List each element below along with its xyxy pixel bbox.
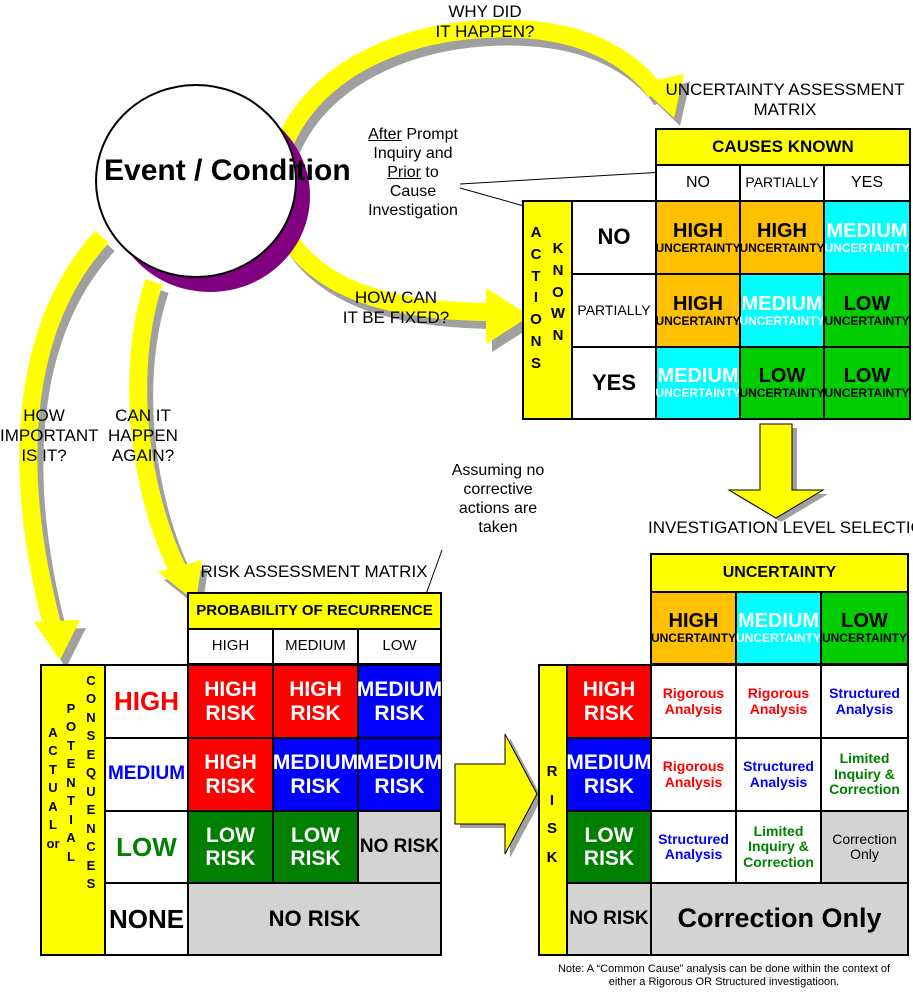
down-arrow (727, 423, 825, 519)
event-condition-label: Event / Condition (104, 154, 351, 187)
fix-arrow (276, 227, 495, 321)
risk-col-high: HIGH (187, 628, 274, 665)
uncertainty-row-partially: PARTIALLY (571, 273, 657, 348)
risk-row-medium: MEDIUM (104, 737, 189, 812)
prompt-inquiry-note: After Prompt Inquiry and Prior to Cause … (368, 126, 458, 219)
footer-note: Note: A “Common Cause” analysis can be d… (557, 963, 890, 988)
right-arrow (454, 733, 538, 855)
uncertainty-col-yes: YES (823, 164, 911, 202)
probability-header: PROBABILITY OF RECURRENCE (187, 592, 442, 630)
risk-row-none: NONE (104, 882, 189, 956)
why-arrowhead (638, 74, 684, 118)
risk-cell: NO RISK (357, 810, 442, 884)
uncertainty-row-yes: YES (571, 346, 657, 420)
why-arrow (273, 19, 664, 154)
fix-arrowhead (486, 288, 530, 344)
important-arrow (19, 230, 109, 635)
again-arrow (129, 279, 188, 577)
uncertainty-col-no: NO (655, 164, 741, 202)
prompt-leader-line-2 (459, 187, 525, 207)
inv-row-none: NO RISK (566, 882, 652, 956)
risk-matrix-title: RISK ASSESSMENT MATRIX (200, 562, 428, 581)
uncertainty-header: UNCERTAINTY (650, 553, 909, 593)
prior-word: Prior (387, 163, 421, 181)
risk-row-low: LOW (104, 810, 189, 884)
uncertainty-row-no: NO (571, 200, 657, 275)
important-arrowhead (34, 620, 80, 660)
investigation-matrix-title: INVESTIGATION LEVEL SELECTION (648, 518, 913, 537)
no-risk-span: NO RISK (187, 882, 442, 956)
risk-row-high: HIGH (104, 664, 189, 739)
uncertainty-col-partially: PARTIALLY (739, 164, 825, 202)
correction-only-span: Correction Only (650, 882, 909, 956)
again-arrowhead (158, 560, 202, 602)
assuming-leader-line (424, 549, 443, 598)
after-word: After (368, 126, 402, 143)
causes-known-header: CAUSES KNOWN (655, 128, 911, 166)
risk-col-medium: MEDIUM (272, 628, 359, 665)
actions-known-axis (522, 200, 573, 420)
prompt-leader-line-1 (459, 171, 665, 185)
risk-col-low: LOW (357, 628, 442, 665)
consequences-axis (40, 664, 106, 956)
event-circle (95, 84, 297, 278)
